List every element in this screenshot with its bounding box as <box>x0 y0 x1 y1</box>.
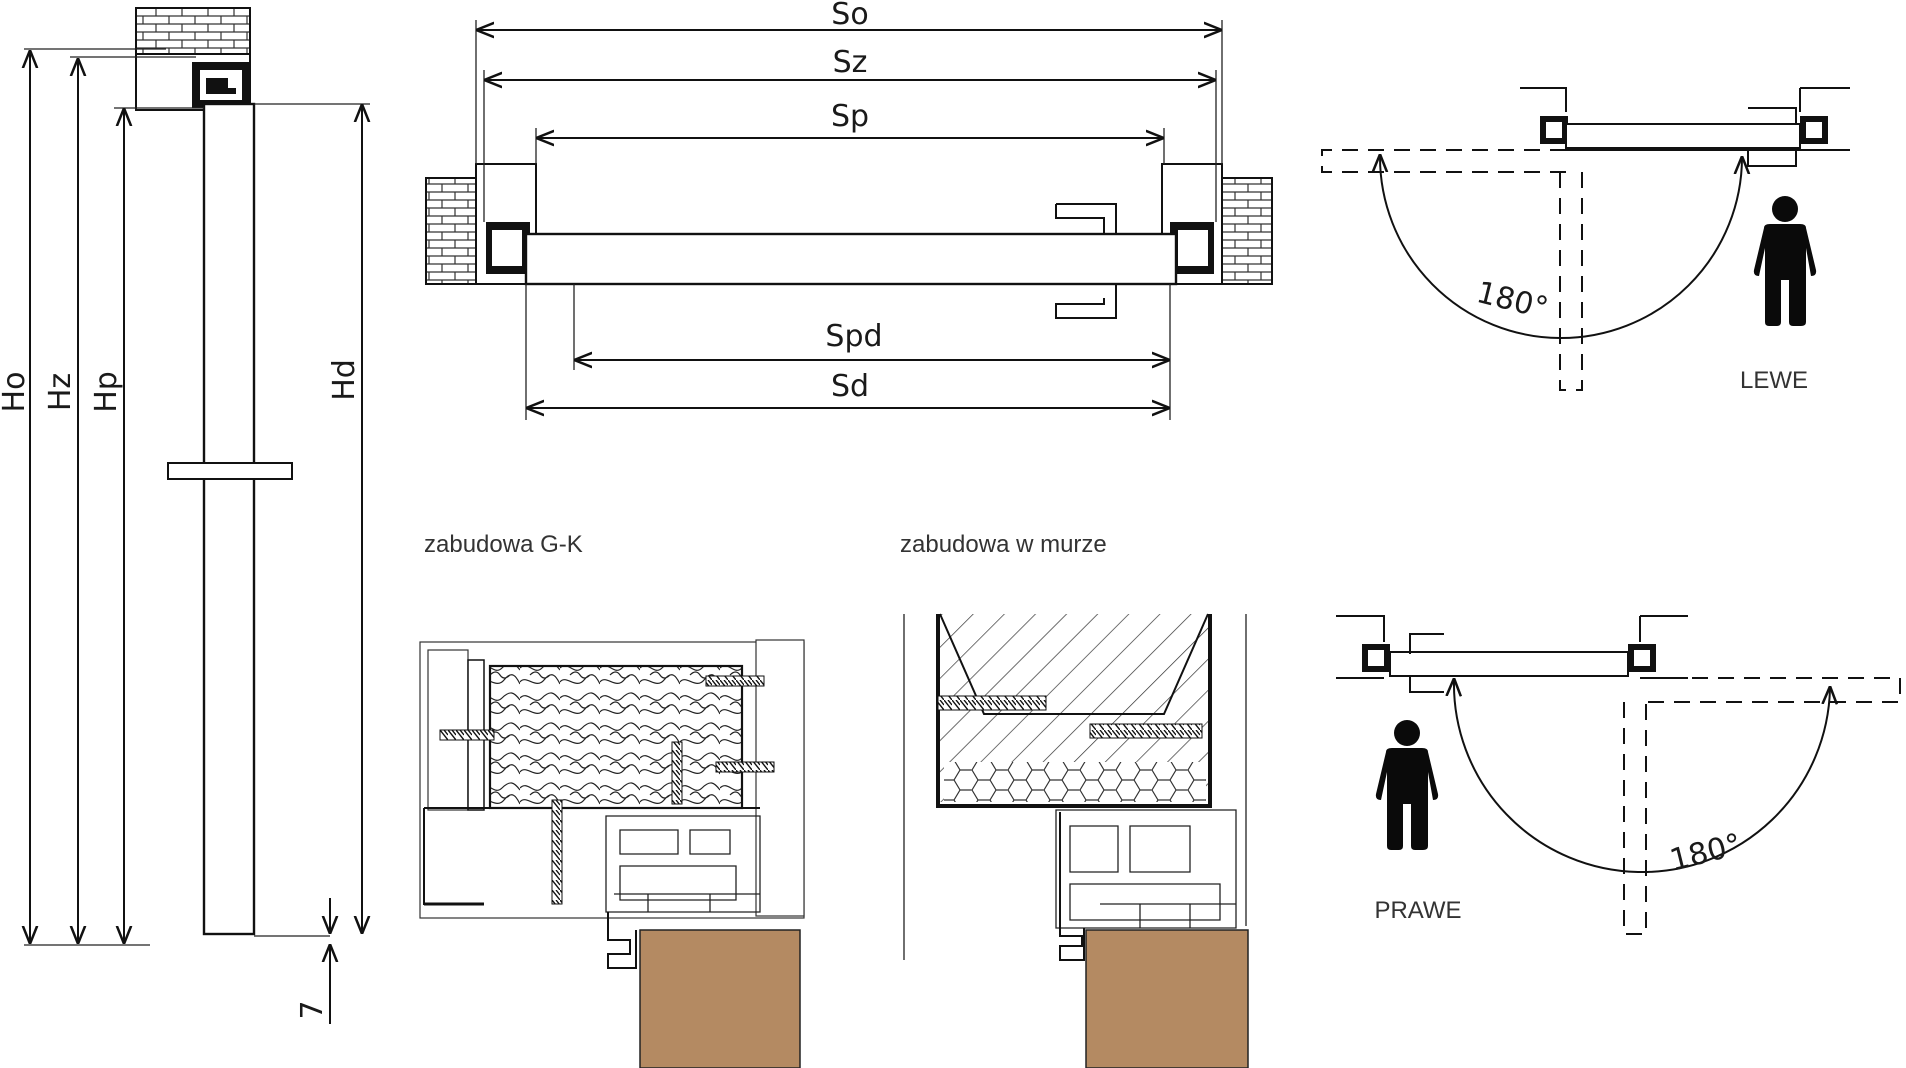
dim-label-hd: Hd <box>327 359 362 401</box>
swing-diagram-left: 180° LEWE <box>1321 87 1850 394</box>
screw-icon <box>1089 723 1203 739</box>
dim-label-hp: Hp <box>89 371 124 413</box>
door-leaf-side <box>202 102 256 936</box>
dim-label-hz: Hz <box>43 373 78 411</box>
dim-label-gap: 7 <box>295 1000 330 1019</box>
floor-wood-block <box>1085 929 1249 1068</box>
door-leaf-plan <box>524 232 1178 286</box>
vertical-section: Ho Hz Hp Hd 7 <box>0 7 370 1024</box>
person-icon <box>1753 196 1817 326</box>
label-lewe: LEWE <box>1740 367 1808 394</box>
angle-label-right: 180° <box>1666 827 1745 878</box>
screw-icon <box>439 729 495 741</box>
wood-core <box>488 664 744 810</box>
screw-icon <box>937 695 1047 711</box>
dim-label-so: So <box>831 0 868 32</box>
person-icon <box>1375 720 1439 850</box>
floor-wood-block <box>639 929 801 1068</box>
door-leaf-plan <box>1389 651 1629 677</box>
brick-wall-icon <box>1221 177 1273 285</box>
detail-masonry <box>903 613 1249 1068</box>
swing-diagram-right: 180° PRAWE <box>1336 615 1901 935</box>
dim-label-ho: Ho <box>0 372 32 413</box>
screw-icon <box>705 675 765 687</box>
door-handle <box>167 462 293 480</box>
label-prawe: PRAWE <box>1374 897 1461 924</box>
door-leaf-plan <box>1565 123 1801 149</box>
detail-drywall <box>419 639 805 1068</box>
horizontal-section: So Sz Sp Spd Sd <box>425 0 1273 420</box>
angle-label-left: 180° <box>1473 275 1552 326</box>
door-handle-plan <box>1055 203 1117 319</box>
dim-label-sz: Sz <box>833 45 868 80</box>
dim-label-spd: Spd <box>825 319 882 354</box>
brick-wall-icon <box>425 177 477 285</box>
screw-icon <box>551 799 563 905</box>
caption-wall: zabudowa w murze <box>900 531 1107 558</box>
brick-wall-icon <box>135 7 251 55</box>
insulation-layer <box>944 762 1206 802</box>
dim-label-sp: Sp <box>831 99 869 134</box>
screw-icon <box>715 761 775 773</box>
caption-gk: zabudowa G-K <box>424 531 583 558</box>
screw-icon <box>671 741 683 805</box>
dim-label-sd: Sd <box>831 369 869 404</box>
